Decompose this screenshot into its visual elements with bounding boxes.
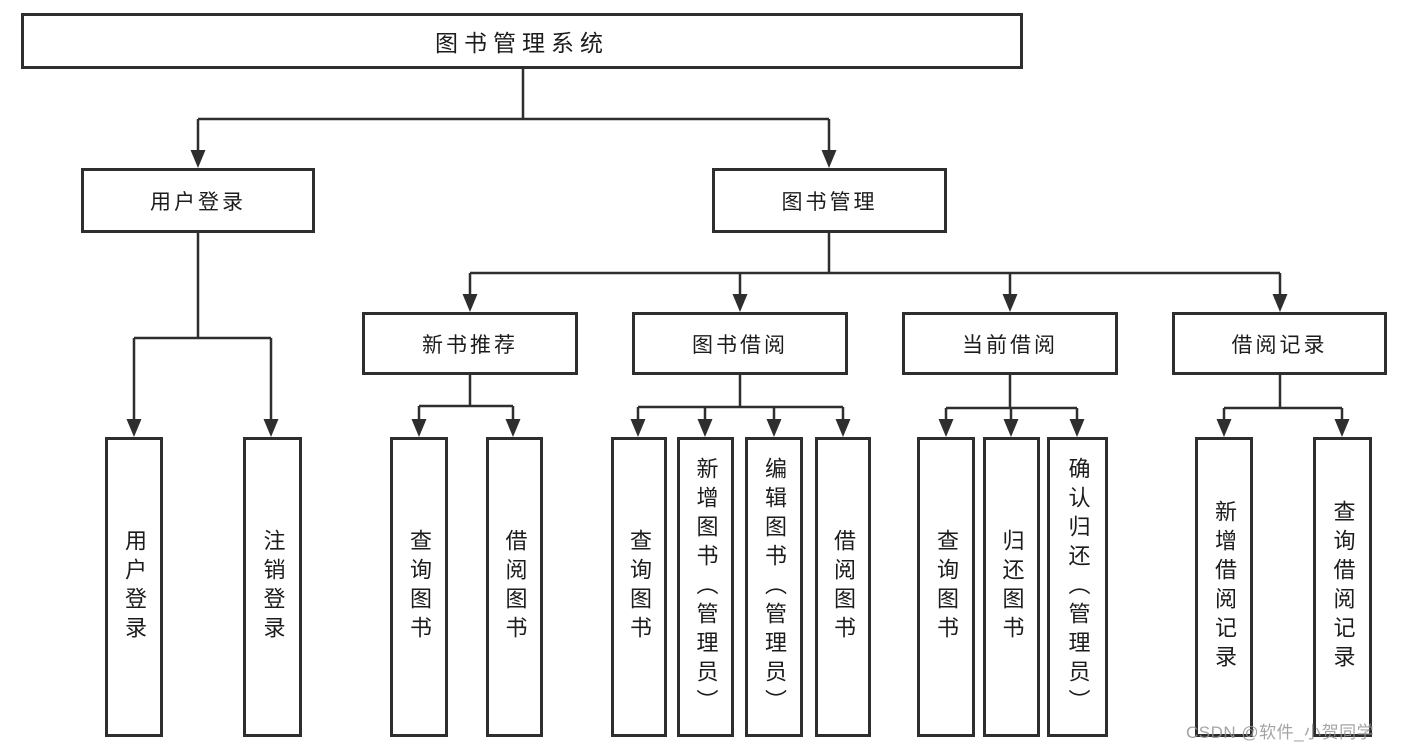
leaf-query-borrow-record: 查询借阅记录: [1313, 437, 1372, 737]
leaf-query-books-borrowing-label: 查询图书: [627, 529, 652, 645]
leaf-query-books-borrowing: 查询图书: [611, 437, 667, 737]
node-new-book-recommend: 新书推荐: [362, 312, 578, 375]
leaf-user-login-label: 用户登录: [122, 529, 147, 645]
leaf-confirm-return-admin: 确认归还（管理员）: [1047, 437, 1108, 737]
leaf-add-books-admin-label: 新增图书（管理员）: [693, 456, 719, 718]
leaf-return-books-label: 归还图书: [999, 529, 1025, 645]
leaf-edit-books-admin: 编辑图书（管理员）: [745, 437, 803, 737]
leaf-query-books-recommend-label: 查询图书: [407, 529, 432, 645]
leaf-borrow-books-recommend-label: 借阅图书: [502, 529, 528, 645]
node-borrowing-records: 借阅记录: [1172, 312, 1387, 375]
leaf-add-books-admin: 新增图书（管理员）: [677, 437, 734, 737]
leaf-borrow-books-label: 借阅图书: [831, 529, 856, 645]
node-library-management-system: 图书管理系统: [21, 13, 1023, 69]
node-user-login: 用户登录: [81, 168, 315, 233]
node-book-borrowing: 图书借阅: [632, 312, 848, 375]
leaf-confirm-return-admin-label: 确认归还（管理员）: [1065, 456, 1091, 718]
leaf-logout-label: 注销登录: [260, 529, 286, 645]
leaf-query-books-recommend: 查询图书: [390, 437, 448, 737]
leaf-borrow-books: 借阅图书: [815, 437, 871, 737]
node-current-borrowing: 当前借阅: [902, 312, 1118, 375]
leaf-query-borrow-record-label: 查询借阅记录: [1330, 500, 1356, 674]
leaf-add-borrow-record: 新增借阅记录: [1195, 437, 1253, 737]
leaf-return-books: 归还图书: [983, 437, 1040, 737]
leaf-add-borrow-record-label: 新增借阅记录: [1212, 500, 1237, 674]
leaf-query-books-current: 查询图书: [917, 437, 975, 737]
node-book-management: 图书管理: [712, 168, 947, 233]
leaf-edit-books-admin-label: 编辑图书（管理员）: [762, 456, 787, 718]
csdn-watermark: CSDN @软件_小贺同学: [1186, 723, 1375, 742]
leaf-borrow-books-recommend: 借阅图书: [486, 437, 543, 737]
leaf-query-books-current-label: 查询图书: [934, 529, 959, 645]
leaf-logout: 注销登录: [243, 437, 302, 737]
leaf-user-login: 用户登录: [105, 437, 163, 737]
